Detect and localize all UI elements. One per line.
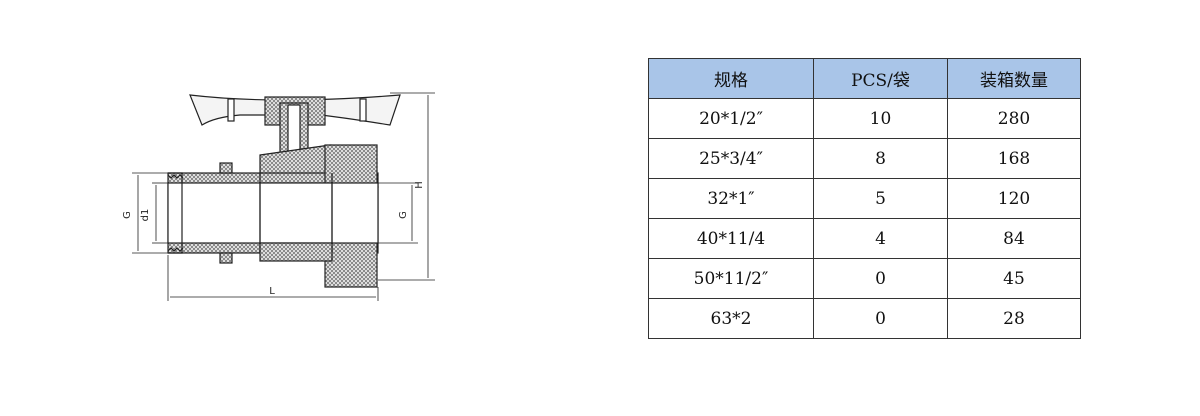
cell-spec: 63*2 bbox=[648, 298, 814, 339]
cell-qty: 45 bbox=[947, 258, 1081, 299]
table-row: 32*1″ 5 120 bbox=[648, 178, 1081, 219]
ball-valve-drawing: G d1 G L H bbox=[122, 92, 435, 301]
table-row: 40*11/4 4 84 bbox=[648, 218, 1081, 259]
cell-spec: 40*11/4 bbox=[648, 218, 814, 259]
cell-qty: 168 bbox=[947, 138, 1081, 179]
table-row: 50*11/2″ 0 45 bbox=[648, 258, 1081, 299]
table-row: 25*3/4″ 8 168 bbox=[648, 138, 1081, 179]
table-row: 20*1/2″ 10 280 bbox=[648, 98, 1081, 139]
cell-spec: 32*1″ bbox=[648, 178, 814, 219]
valve-body bbox=[167, 144, 379, 288]
cell-spec: 50*11/2″ bbox=[648, 258, 814, 299]
dim-label-d1: d1 bbox=[140, 209, 151, 222]
cell-spec: 25*3/4″ bbox=[648, 138, 814, 179]
cell-qty: 28 bbox=[947, 298, 1081, 339]
dimension-annotations bbox=[132, 92, 435, 301]
dim-label-length: L bbox=[269, 286, 275, 297]
dim-label-g-right: G bbox=[398, 211, 409, 219]
cell-qty: 84 bbox=[947, 218, 1081, 259]
header-box-quantity: 装箱数量 bbox=[947, 58, 1081, 99]
cell-spec: 20*1/2″ bbox=[648, 98, 814, 139]
header-spec: 规格 bbox=[648, 58, 814, 99]
table-row: 63*2 0 28 bbox=[648, 298, 1081, 339]
cell-pcs: 4 bbox=[813, 218, 948, 259]
cell-qty: 280 bbox=[947, 98, 1081, 139]
cell-pcs: 5 bbox=[813, 178, 948, 219]
spec-table: 规格 PCS/袋 装箱数量 20*1/2″ 10 280 25*3/4″ 8 1… bbox=[648, 58, 1081, 339]
dim-label-height: H bbox=[414, 181, 425, 189]
cell-pcs: 8 bbox=[813, 138, 948, 179]
cell-pcs: 10 bbox=[813, 98, 948, 139]
table-header-row: 规格 PCS/袋 装箱数量 bbox=[648, 58, 1081, 99]
cell-qty: 120 bbox=[947, 178, 1081, 219]
cell-pcs: 0 bbox=[813, 258, 948, 299]
header-pcs-per-bag: PCS/袋 bbox=[813, 58, 948, 99]
dim-label-g-left: G bbox=[122, 211, 133, 219]
cell-pcs: 0 bbox=[813, 298, 948, 339]
